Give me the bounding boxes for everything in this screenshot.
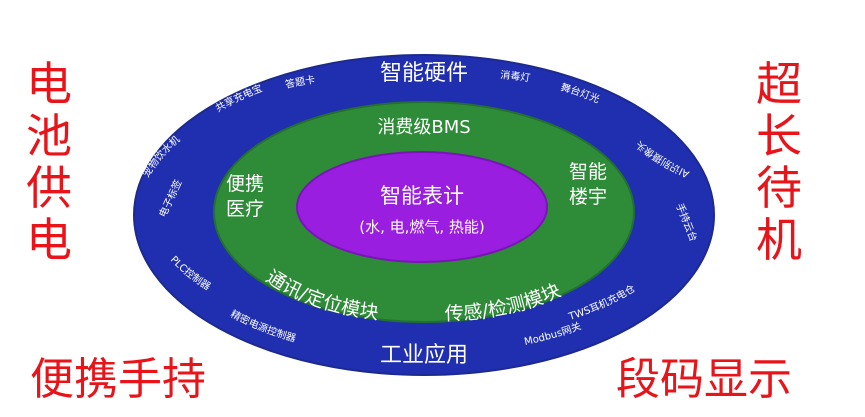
center-subtitle: (水, 电,燃气, 热能)	[359, 218, 485, 236]
right-char-1: 超	[756, 57, 802, 111]
middle-right-label-1: 智能	[569, 161, 607, 183]
right-char-4: 机	[756, 213, 802, 267]
center-ellipse	[296, 151, 548, 263]
bottom-left-caption: 便携手持	[30, 354, 206, 405]
left-char-2: 池	[26, 109, 72, 163]
middle-right-label-2: 楼宇	[569, 186, 607, 208]
middle-left-label-1: 便携	[226, 173, 264, 195]
right-vertical-text: 超 长 待 机	[750, 58, 808, 266]
left-vertical-text: 电 池 供 电	[20, 58, 78, 266]
outer-title-bottom: 工业应用	[380, 343, 468, 368]
right-char-2: 长	[756, 109, 802, 163]
middle-title-top: 消费级BMS	[377, 117, 470, 138]
middle-left-label-2: 医疗	[226, 198, 264, 220]
center-title: 智能表计	[380, 184, 464, 208]
left-char-1: 电	[26, 57, 72, 111]
right-char-3: 待	[756, 161, 802, 215]
left-char-3: 供	[26, 161, 72, 215]
outer-title-top: 智能硬件	[380, 61, 468, 86]
left-char-4: 电	[26, 213, 72, 267]
bottom-right-caption: 段码显示	[616, 354, 792, 405]
